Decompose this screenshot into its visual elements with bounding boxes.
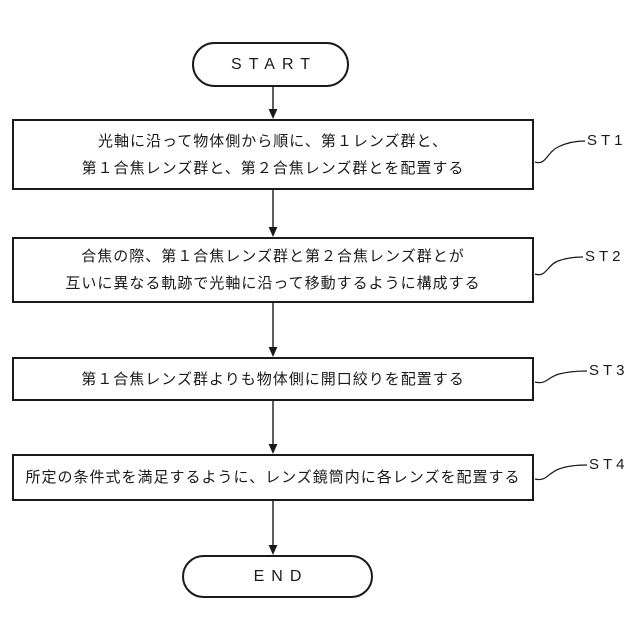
flow-arrow-step2-to-step3 xyxy=(268,303,278,357)
leader-line-st4 xyxy=(534,464,588,481)
step-2-text-line-1: 合焦の際、第１合焦レンズ群と第２合焦レンズ群とが xyxy=(81,248,465,265)
end-node: END xyxy=(182,555,373,598)
step-label-st4: ST4 xyxy=(589,456,629,473)
start-label: START xyxy=(231,55,317,73)
leader-line-st2 xyxy=(534,256,584,276)
step-1-text-line-2: 第１合焦レンズ群と、第２合焦レンズ群とを配置する xyxy=(81,159,465,177)
step-label-st1: ST1 xyxy=(587,132,627,149)
flow-arrow-step1-to-step2 xyxy=(268,190,278,237)
step-label-st2: ST2 xyxy=(585,248,625,265)
step-1-text-line-1: 光軸に沿って物体側から順に、第１レンズ群と、 xyxy=(98,132,448,150)
end-label: END xyxy=(253,567,309,585)
step-3-box: 第１合焦レンズ群よりも物体側に開口絞りを配置する xyxy=(12,357,534,401)
step-label-st3: ST3 xyxy=(589,362,629,379)
step-2-text-line-2: 互いに異なる軌跡で光軸に沿って移動するように構成する xyxy=(65,275,481,292)
flow-arrow-step3-to-step4 xyxy=(268,401,278,454)
step-4-text-line-1: 所定の条件式を満足するように、レンズ鏡筒内に各レンズを配置する xyxy=(25,469,521,486)
flow-arrow-step4-to-end xyxy=(268,501,278,555)
start-node: START xyxy=(192,42,349,87)
step-2-box: 合焦の際、第１合焦レンズ群と第２合焦レンズ群とが 互いに異なる軌跡で光軸に沿って… xyxy=(12,237,534,303)
step-3-text-line-1: 第１合焦レンズ群よりも物体側に開口絞りを配置する xyxy=(81,370,465,388)
step-1-box: 光軸に沿って物体側から順に、第１レンズ群と、 第１合焦レンズ群と、第２合焦レンズ… xyxy=(12,119,534,190)
leader-line-st3 xyxy=(534,370,588,384)
step-4-box: 所定の条件式を満足するように、レンズ鏡筒内に各レンズを配置する xyxy=(12,454,534,501)
flow-arrow-start-to-step1 xyxy=(268,87,278,119)
leader-line-st1 xyxy=(534,140,586,164)
